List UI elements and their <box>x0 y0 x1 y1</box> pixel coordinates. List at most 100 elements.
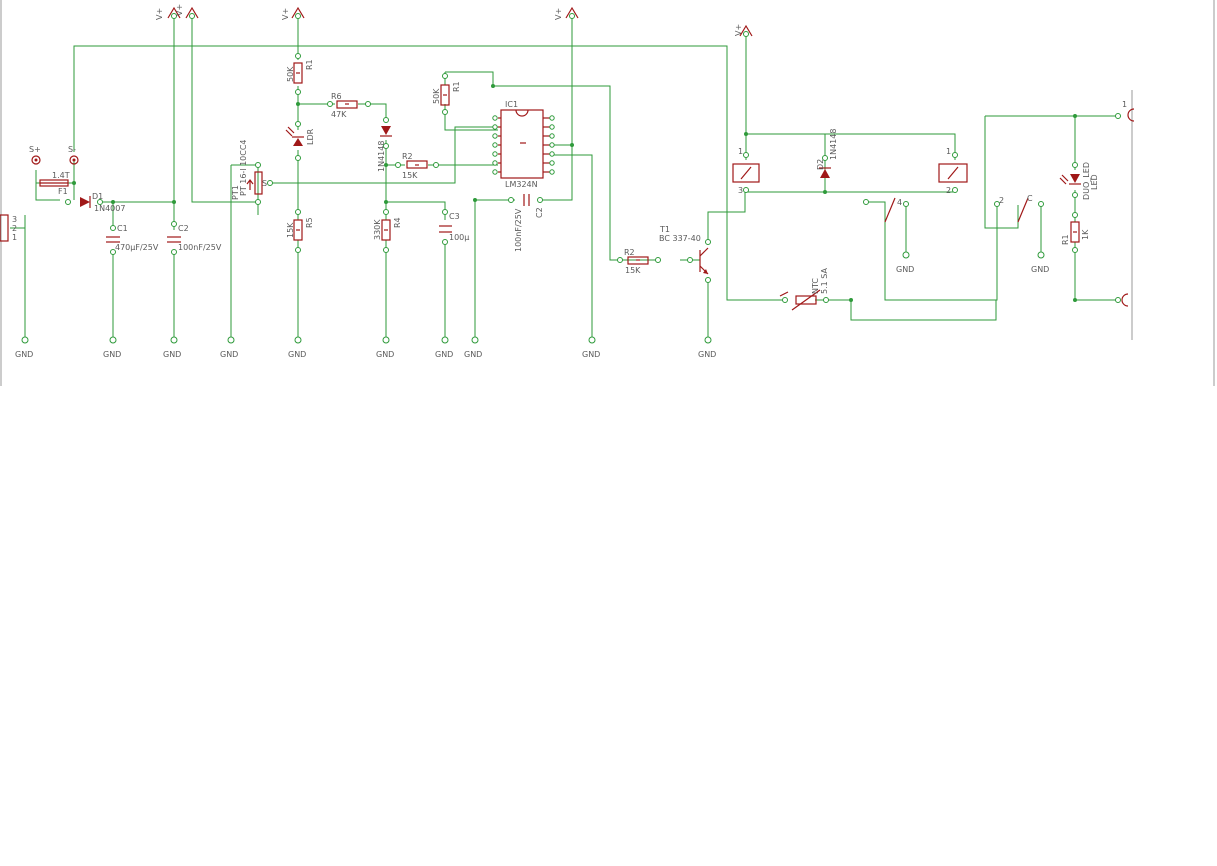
svg-text:2: 2 <box>12 224 17 233</box>
resistor-r2-b: R2 15K <box>617 248 661 275</box>
svg-text:GND: GND <box>1031 265 1049 274</box>
thermistor-ntc: NTC 5.1 SA <box>779 268 829 311</box>
capacitor-c3: C3 100µ <box>439 209 469 245</box>
diode-d1: D1 1N4007 <box>65 192 125 213</box>
fuse-f1: 1.4T F1 <box>39 171 70 196</box>
svg-text:C2: C2 <box>178 224 189 233</box>
svg-text:GND: GND <box>288 350 306 359</box>
svg-text:V+: V+ <box>554 8 563 20</box>
svg-text:1K: 1K <box>1081 229 1090 240</box>
svg-text:4: 4 <box>897 198 902 207</box>
svg-text:S: S <box>262 179 267 188</box>
svg-text:S+: S+ <box>29 145 41 154</box>
svg-text:100µ: 100µ <box>449 233 469 242</box>
svg-text:R1: R1 <box>305 59 314 70</box>
svg-text:100nF/25V: 100nF/25V <box>514 208 523 252</box>
supply-vplus-3: V+ <box>281 6 305 20</box>
svg-text:3: 3 <box>738 186 743 195</box>
connector-right-top: 1 <box>1115 100 1135 122</box>
svg-text:GND: GND <box>896 265 914 274</box>
svg-text:GND: GND <box>376 350 394 359</box>
supply-vplus-1: V+ <box>155 6 181 20</box>
resistor-r-led: R1 1K <box>1061 212 1090 253</box>
svg-text:R6: R6 <box>331 92 342 101</box>
svg-text:2: 2 <box>946 186 951 195</box>
svg-text:3: 3 <box>12 215 17 224</box>
svg-text:V+: V+ <box>155 8 164 20</box>
svg-text:D2: D2 <box>816 159 825 170</box>
ldr-sensor: LDR <box>285 121 315 161</box>
svg-text:T1: T1 <box>659 225 670 234</box>
svg-text:15K: 15K <box>402 171 418 180</box>
capacitor-c2-ic: 100nF/25V C2 <box>508 194 544 252</box>
svg-text:R5: R5 <box>305 217 314 228</box>
svg-text:R2: R2 <box>402 152 413 161</box>
svg-text:15K: 15K <box>286 222 295 238</box>
svg-text:GND: GND <box>103 350 121 359</box>
svg-text:1: 1 <box>12 233 17 242</box>
svg-text:470µF/25V: 470µF/25V <box>115 243 159 252</box>
svg-text:100nF/25V: 100nF/25V <box>178 243 222 252</box>
junctions <box>72 84 1077 302</box>
resistor-r1-b: 50K R1 <box>432 73 461 115</box>
svg-text:PT 16-l 10CC4: PT 16-l 10CC4 <box>239 139 248 196</box>
svg-text:1: 1 <box>946 147 951 156</box>
svg-text:S-: S- <box>68 145 76 154</box>
relay-coil-left: 1 3 <box>732 147 760 195</box>
svg-text:V+: V+ <box>175 4 184 16</box>
svg-text:C1: C1 <box>117 224 128 233</box>
svg-text:GND: GND <box>435 350 453 359</box>
svg-text:330K: 330K <box>373 219 382 240</box>
svg-text:R1: R1 <box>452 81 461 92</box>
svg-text:R4: R4 <box>393 217 402 228</box>
wires <box>10 16 1118 340</box>
svg-text:NTC: NTC <box>811 278 820 294</box>
svg-text:R2: R2 <box>624 248 635 257</box>
svg-text:1N4007: 1N4007 <box>94 204 125 213</box>
svg-text:LM324N: LM324N <box>505 180 538 189</box>
svg-text:BC 337-40: BC 337-40 <box>659 234 701 243</box>
svg-text:GND: GND <box>220 350 238 359</box>
svg-text:2: 2 <box>999 196 1004 205</box>
led-duo: DUO_LED LED <box>1059 162 1099 200</box>
svg-text:V+: V+ <box>734 24 743 36</box>
svg-text:GND: GND <box>15 350 33 359</box>
svg-text:GND: GND <box>163 350 181 359</box>
svg-text:1.4T: 1.4T <box>52 171 70 180</box>
transistor-t1: T1 BC 337-40 <box>659 225 711 283</box>
svg-text:F1: F1 <box>58 187 68 196</box>
relay-switch-2: 2 C <box>994 194 1044 223</box>
svg-text:50K: 50K <box>432 88 441 104</box>
svg-text:1N4148: 1N4148 <box>829 129 838 160</box>
svg-text:15K: 15K <box>625 266 641 275</box>
svg-text:LED: LED <box>1090 174 1099 190</box>
supply-vplus-4: V+ <box>554 6 579 20</box>
svg-text:R1: R1 <box>1061 234 1070 245</box>
resistor-r1-top: 50K R1 <box>286 53 314 95</box>
svg-text:LDR: LDR <box>306 128 315 145</box>
svg-text:V+: V+ <box>281 8 290 20</box>
svg-text:PT1: PT1 <box>231 185 240 200</box>
svg-text:C3: C3 <box>449 212 460 221</box>
resistor-r4: 330K R4 <box>373 209 402 253</box>
ic1-lm324n: IC1 LM324N <box>492 100 555 189</box>
svg-text:DUO_LED: DUO_LED <box>1082 162 1091 200</box>
svg-text:C: C <box>1027 194 1033 203</box>
resistor-r6: R6 47K <box>327 92 371 119</box>
svg-text:50K: 50K <box>286 66 295 82</box>
connector-s-minus: S- <box>68 145 79 165</box>
potentiometer-pt1: PT1 PT 16-l 10CC4 S <box>231 139 273 205</box>
connector-s-plus: S+ <box>29 145 41 165</box>
connector-right-bottom <box>1115 293 1129 307</box>
supply-vplus-2: V+ <box>175 4 199 19</box>
capacitor-c2: C2 100nF/25V <box>167 221 222 255</box>
svg-text:1: 1 <box>738 147 743 156</box>
svg-text:IC1: IC1 <box>505 100 518 109</box>
svg-text:C2: C2 <box>535 207 544 218</box>
capacitor-c1: C1 470µF/25V <box>106 224 159 255</box>
ground-symbols: GND GND GND GND GND GND GND GND GND GND … <box>15 251 1049 359</box>
svg-text:47K: 47K <box>331 110 347 119</box>
svg-text:1N4148: 1N4148 <box>377 141 386 172</box>
diode-1n4148-a: 1N4148 <box>377 117 392 172</box>
